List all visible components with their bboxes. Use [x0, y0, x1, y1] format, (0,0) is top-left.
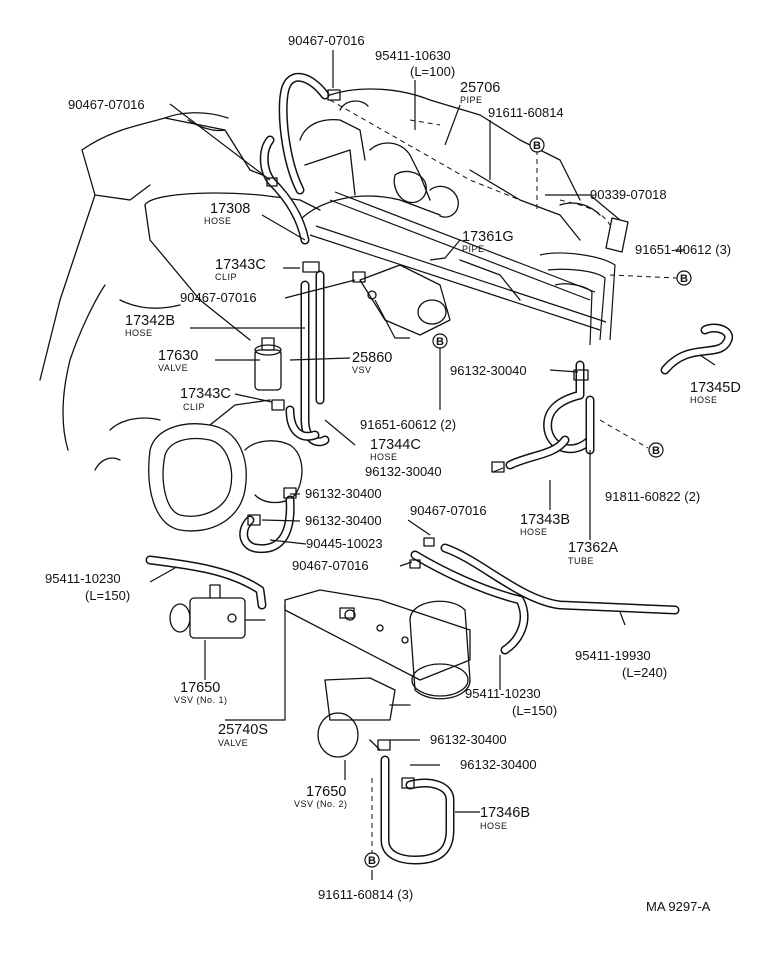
- bolt-marker-2-label: B: [680, 273, 688, 285]
- callout-c31-name: VSV (No. 1): [174, 695, 228, 705]
- callout-c37-number: 17346B: [480, 805, 530, 821]
- callout-c20-number: 96132-30040: [365, 464, 442, 479]
- callout-c27-name: TUBE: [568, 556, 594, 566]
- callout-c13-name: VALVE: [158, 363, 188, 373]
- callout-c37-name: HOSE: [480, 821, 508, 831]
- callout-c03-name: PIPE: [460, 95, 483, 105]
- callout-c08-number: 17361G: [462, 229, 514, 245]
- bolt-marker-3-label: B: [436, 336, 444, 348]
- callout-labels: 90467-07016 95411-10630 (L=100) 25706 PI…: [45, 33, 741, 914]
- callout-c27-number: 17362A: [568, 540, 618, 556]
- callout-c11-number: 90467-07016: [180, 290, 257, 305]
- callout-c32-extra: (L=150): [512, 703, 557, 718]
- valve-17630: [254, 337, 282, 391]
- callout-c09-number: 91651-40612 (3): [635, 242, 731, 257]
- vsv-no2-17650: [317, 677, 411, 758]
- callout-c15-number: 17345D: [690, 380, 741, 396]
- callout-c23-number: 96132-30400: [305, 513, 382, 528]
- callout-c25-name: HOSE: [520, 527, 548, 537]
- bolt-marker-4-label: B: [652, 445, 660, 457]
- callout-c12-number: 17342B: [125, 313, 175, 329]
- callout-c07-number: 17308: [210, 201, 250, 217]
- callout-c29-number: 95411-10230: [45, 571, 121, 586]
- callout-c35-number: 96132-30400: [460, 757, 537, 772]
- engine-artwork: [39, 88, 601, 532]
- bolt-marker-5-label: B: [368, 855, 376, 867]
- callout-c17-name: CLIP: [183, 402, 205, 412]
- callout-c04-number: 90467-07016: [68, 97, 145, 112]
- callout-c22-number: 96132-30400: [305, 486, 382, 501]
- callout-c08-name: PIPE: [462, 244, 485, 254]
- callout-c26-number: 90445-10023: [306, 536, 383, 551]
- callout-c16-number: 96132-30040: [450, 363, 527, 378]
- callout-c02-extra: (L=100): [410, 64, 455, 79]
- bolt-markers: B B B B B: [364, 137, 692, 868]
- callout-c25-number: 17343B: [520, 512, 570, 528]
- callout-c36-number: 17650: [306, 784, 346, 800]
- callout-c36-name: VSV (No. 2): [294, 799, 348, 809]
- bolt-marker-1-label: B: [533, 140, 541, 152]
- callout-c10-number: 17343C: [215, 257, 266, 273]
- callout-c30-number: 95411-19930: [575, 648, 651, 663]
- callout-c03-number: 25706: [460, 80, 500, 96]
- callout-c29-extra: (L=150): [85, 588, 130, 603]
- callout-c02-number: 95411-10630: [375, 48, 451, 63]
- bolt-marker-4: B: [648, 442, 664, 458]
- callout-c33-name: VALVE: [218, 738, 248, 748]
- callout-c28-number: 90467-07016: [292, 558, 369, 573]
- clips: [247, 89, 589, 789]
- bolt-marker-3: B: [432, 333, 448, 349]
- callout-c14-number: 25860: [352, 350, 392, 366]
- callout-c05-number: 91611-60814: [488, 105, 564, 120]
- callout-c21-number: 91811-60822 (2): [605, 489, 700, 504]
- callout-c38-number: 91611-60814 (3): [318, 887, 413, 902]
- bolt-marker-2: B: [676, 270, 692, 286]
- leader-lines: [149, 50, 716, 880]
- callout-c13-number: 17630: [158, 348, 198, 364]
- callout-c15-name: HOSE: [690, 395, 718, 405]
- vsv-no1-17650: [169, 584, 266, 639]
- callout-c10-name: CLIP: [215, 272, 237, 282]
- bracket-25740S: [284, 589, 471, 681]
- callout-c19-name: HOSE: [370, 452, 398, 462]
- callout-c34-number: 96132-30400: [430, 732, 507, 747]
- bolt-marker-5: B: [364, 852, 380, 868]
- hose-lines: [145, 72, 734, 865]
- callout-c24-number: 90467-07016: [410, 503, 487, 518]
- callout-c14-name: VSV: [352, 365, 372, 375]
- callout-c31-number: 17650: [180, 680, 220, 696]
- filler-plug-90339: [605, 217, 629, 253]
- vsv-25860: [359, 264, 451, 336]
- callout-c32-number: 95411-10230: [465, 686, 541, 701]
- callout-c06-number: 90339-07018: [590, 187, 667, 202]
- callout-c30-extra: (L=240): [622, 665, 667, 680]
- canister-25740S: [409, 600, 471, 700]
- callout-c19-number: 17344C: [370, 437, 421, 453]
- callout-c07-name: HOSE: [204, 216, 232, 226]
- callout-c01-number: 90467-07016: [288, 33, 365, 48]
- callout-c17-number: 17343C: [180, 386, 231, 402]
- bolt-marker-1: B: [529, 137, 545, 153]
- callout-c18-number: 91651-60612 (2): [360, 417, 456, 432]
- diagram-id: MA 9297-A: [646, 899, 711, 914]
- callout-c12-name: HOSE: [125, 328, 153, 338]
- callout-c33-number: 25740S: [218, 722, 268, 738]
